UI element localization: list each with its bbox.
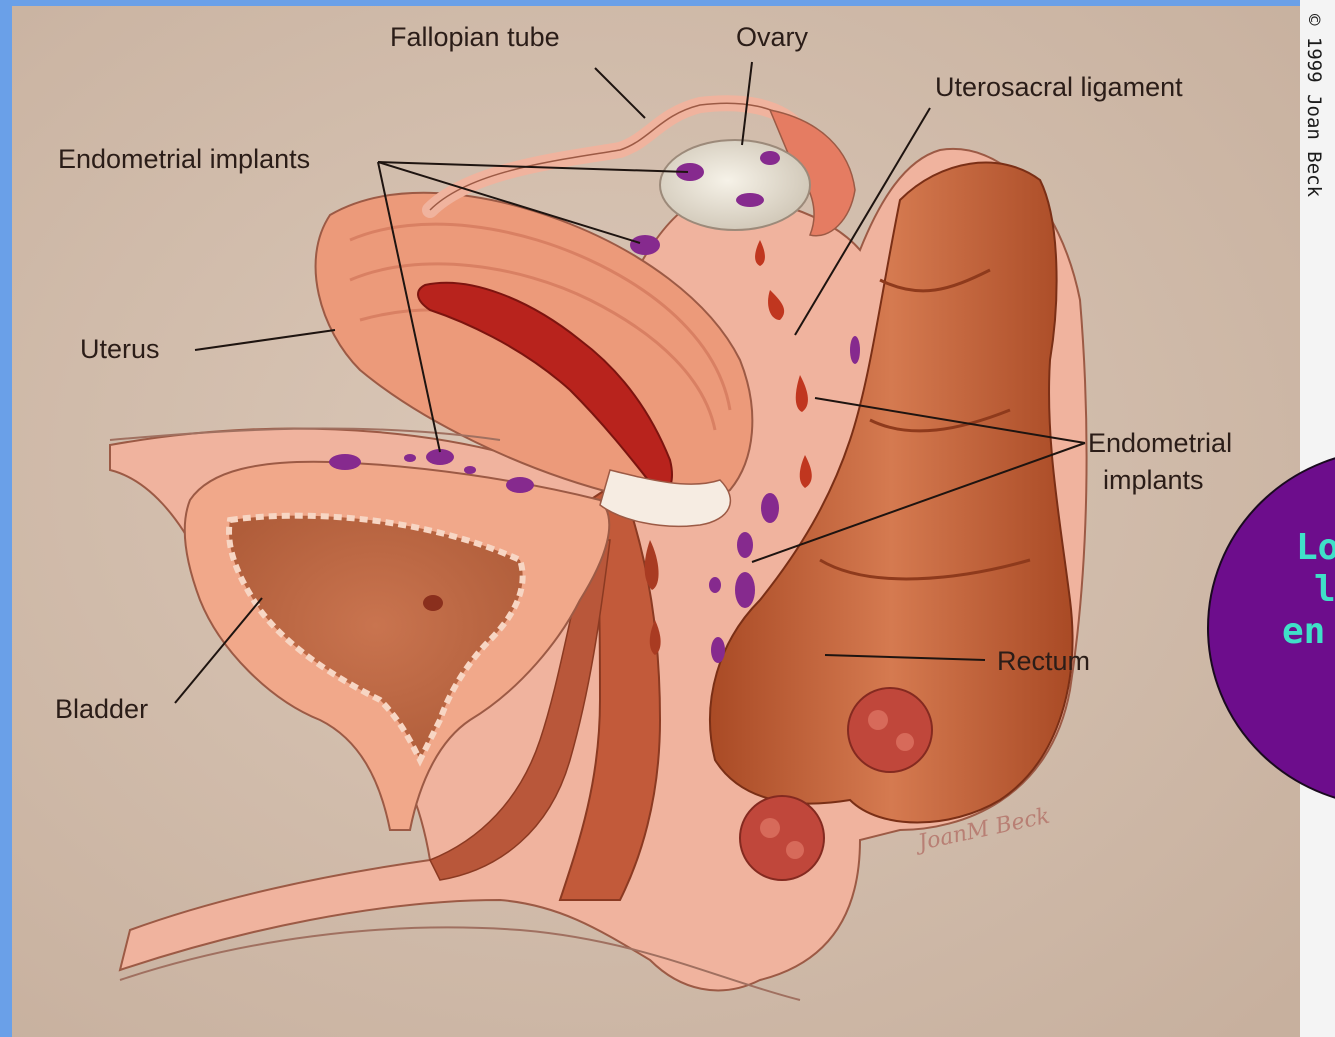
label-endometrial-implants-right-1: Endometrial — [1088, 428, 1232, 458]
label-ovary: Ovary — [736, 22, 809, 52]
rectal-lesion — [740, 796, 824, 880]
label-rectum: Rectum — [997, 646, 1090, 676]
callout-line-3: en — [1282, 611, 1325, 652]
callout-line-2: l — [1314, 569, 1335, 610]
rectal-lesion — [848, 688, 932, 772]
label-bladder: Bladder — [55, 694, 148, 724]
callout-line-1: Lo — [1296, 527, 1335, 568]
label-endometrial-implants-right-2: implants — [1103, 465, 1204, 495]
label-uterosacral-ligament: Uterosacral ligament — [935, 72, 1183, 102]
label-uterus: Uterus — [80, 334, 160, 364]
label-fallopian-tube: Fallopian tube — [390, 22, 560, 52]
copyright-text: © 1999 Joan Beck — [1303, 14, 1325, 198]
label-endometrial-implants-top: Endometrial implants — [58, 144, 310, 174]
ovary — [660, 140, 810, 230]
